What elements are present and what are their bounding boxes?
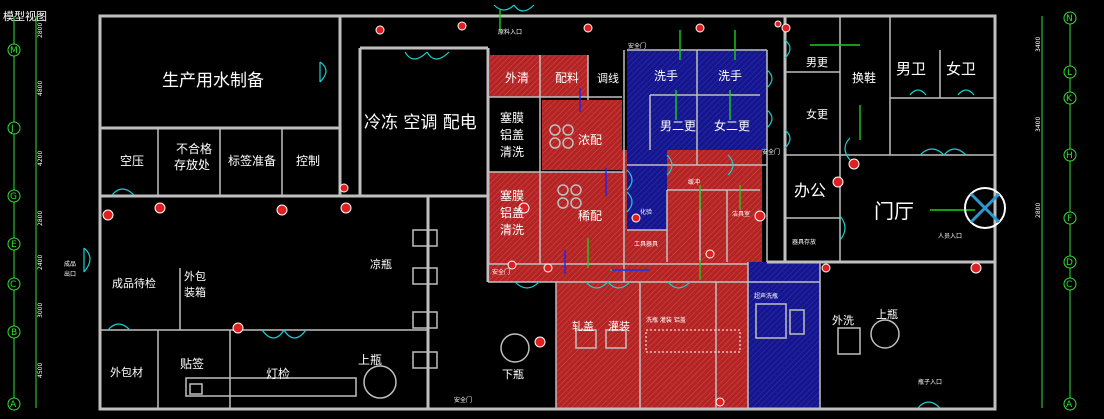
label-rolling: 轧盖: [572, 319, 594, 333]
label-outer-pack-2: 装箱: [184, 285, 206, 299]
label-safe-door-3: 安全门: [492, 268, 510, 276]
label-stopper-5: 铝盖: [500, 205, 524, 220]
dim-left-5: 3000: [37, 303, 44, 318]
doors: [83, 4, 975, 409]
label-bottle-entry: 瓶子入口: [918, 378, 942, 386]
axis-F-right: F: [1067, 214, 1072, 224]
label-cool-bottle: 凉瓶: [370, 257, 392, 271]
label-nonconform-2: 存放处: [174, 157, 210, 172]
axis-M-left: M: [10, 46, 18, 56]
label-lobby: 门厅: [874, 199, 914, 223]
axis-L-right: L: [1067, 68, 1072, 78]
axis-C-left: C: [10, 280, 16, 290]
label-cleaning-tools: 洁具室: [732, 210, 750, 218]
label-finished-check: 成品待检: [112, 276, 156, 290]
label-material-entry: 原料入口: [498, 28, 522, 36]
label-outer-material: 外包材: [110, 365, 143, 379]
label-labeling: 贴签: [180, 356, 204, 371]
label-m-change: 男更: [806, 56, 828, 69]
axis-D-right: D: [1066, 258, 1073, 268]
label-conc-prep: 浓配: [578, 133, 602, 147]
axis-A-left: A: [10, 400, 17, 410]
label-tools-store: 工具器具: [634, 241, 658, 248]
room-labels: 生产用水制备 冷冻 空调 配电 空压 不合格 存放处 标签准备 控制 外清 配料…: [64, 28, 976, 404]
label-tool-store2: 器具存放: [792, 238, 816, 246]
flow-arrows: [499, 10, 975, 280]
axis-E-left: E: [11, 240, 17, 250]
label-outer-wash: 外洗: [832, 314, 854, 327]
label-safe-door-4: 安全门: [454, 396, 472, 404]
axis-N-right: N: [1066, 14, 1073, 24]
axis-grid: [13, 16, 1071, 408]
red-clean-zone: [488, 55, 762, 408]
label-finished-exit-2: 出口: [64, 270, 76, 278]
dim-left-4: 2400: [37, 255, 44, 270]
label-f-toilet: 女卫: [946, 60, 976, 78]
axis-A-right: A: [1066, 400, 1073, 410]
axis-B-left: B: [11, 328, 17, 338]
entrance-symbol: [964, 187, 1006, 229]
label-stopper-2: 铝盖: [500, 127, 524, 142]
label-change2-m: 男二更: [660, 119, 696, 133]
label-safe-door-2: 安全门: [762, 148, 780, 156]
label-dilute-prep: 稀配: [578, 209, 602, 223]
dim-right-1: 3400: [1035, 117, 1042, 132]
label-hvac: 冷冻 空调 配电: [364, 113, 477, 133]
label-load-bottle-1: 上瓶: [358, 353, 382, 367]
axis-K-right: K: [1066, 94, 1073, 104]
label-water-prep: 生产用水制备: [162, 71, 264, 91]
dim-left-6: 4500: [37, 363, 44, 378]
label-stopper-6: 清洗: [500, 223, 524, 237]
label-control: 控制: [296, 154, 320, 168]
label-finished-exit-1: 成品: [64, 260, 76, 268]
label-lamp-check: 灯检: [266, 366, 290, 381]
label-unload-bottle: 下瓶: [502, 367, 524, 381]
label-change-shoes: 换鞋: [852, 70, 876, 85]
label-load-bottle-2: 上瓶: [876, 307, 898, 321]
label-wash-hands-2: 洗手: [718, 69, 742, 83]
exterior-walls: [98, 14, 997, 411]
label-label-prep: 标签准备: [228, 153, 276, 168]
axis-H-right: H: [1066, 151, 1073, 161]
label-ultra-wash: 超声洗瓶: [754, 292, 778, 300]
interior-walls: [100, 16, 995, 408]
dim-left-2: 4200: [37, 151, 44, 166]
dim-right-0: 3400: [1035, 37, 1042, 52]
label-f-change: 女更: [806, 107, 828, 121]
label-office: 办公: [794, 181, 826, 200]
label-wash-hands-1: 洗手: [654, 69, 678, 83]
label-seal-line: 洗瓶 灌装 铝盖: [646, 316, 686, 324]
label-personnel-entry: 人员入口: [938, 233, 962, 240]
dim-left-0: 2800: [37, 23, 44, 38]
dim-left-1: 4800: [37, 81, 44, 96]
label-outer-pack-1: 外包: [184, 270, 206, 283]
axis-bubbles-right: N L K H F D C A: [1063, 11, 1077, 411]
label-stopper-3: 清洗: [500, 145, 524, 159]
label-batching: 配料: [555, 71, 579, 85]
label-safe-door-1: 安全门: [628, 42, 646, 50]
equipment: [185, 124, 900, 399]
dimensions: 2800 4800 4200 2800 2400 3000 4500 3400 …: [37, 23, 1042, 378]
label-air-compress: 空压: [120, 154, 144, 168]
structural-columns: [102, 20, 982, 407]
label-stopper-4: 塞膜: [500, 188, 524, 203]
dim-right-2: 2800: [1035, 203, 1042, 218]
axis-J-left: J: [10, 124, 14, 134]
label-capping: 灌装: [608, 320, 630, 333]
axis-G-left: G: [10, 192, 17, 202]
axis-bubbles-left: M J G E C B A: [7, 43, 21, 411]
label-lab: 化验: [640, 208, 652, 216]
dim-left-3: 2800: [37, 211, 44, 226]
label-m-toilet: 男卫: [896, 60, 926, 78]
label-buffer: 缓冲: [688, 178, 700, 186]
label-change2-f: 女二更: [714, 118, 750, 133]
label-stopper-1: 塞膜: [500, 110, 524, 125]
axis-C-right: C: [1066, 280, 1072, 290]
label-nonconform-1: 不合格: [176, 141, 212, 156]
label-adjust: 调线: [597, 71, 619, 85]
label-outer-clean: 外清: [505, 71, 529, 85]
model-tab-label[interactable]: 模型视图: [3, 9, 47, 23]
